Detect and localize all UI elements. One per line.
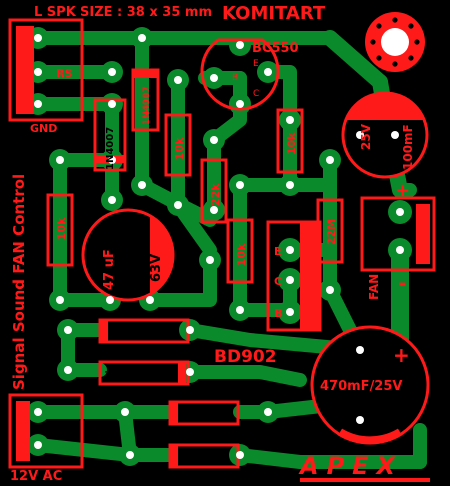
bc550-pin-c: C	[253, 89, 259, 99]
capacitor-small-voltage: 63V	[149, 254, 164, 282]
speaker-connector	[8, 18, 84, 122]
capacitor-big-plus: +	[393, 343, 410, 367]
resistor-center	[226, 218, 254, 284]
bd902-pin-c: C	[274, 275, 282, 288]
speaker-label: L SPK	[34, 5, 77, 20]
fan-connector	[360, 196, 436, 272]
capacitor-big-value: 470mF/25V	[320, 379, 402, 394]
resistor-22m-label: 22M	[325, 219, 338, 245]
resistor-center-label: 10k	[235, 243, 248, 266]
resistor-right-top-label: 10k	[285, 132, 298, 155]
diode-rect-2-label: 1N4007	[182, 452, 225, 463]
capacitor-small-value: 47 uF	[102, 249, 117, 290]
capacitor-top-plus: +	[395, 180, 410, 201]
power-label: 12V AC	[10, 469, 62, 484]
bd902-pin-b: B	[274, 307, 282, 320]
resistor-mid-top	[164, 113, 192, 177]
fan-label: FAN	[367, 274, 381, 300]
rs-label: RS	[56, 67, 72, 80]
resistor-mid-top-label: 10k	[173, 137, 186, 160]
apex-logo: APEX	[298, 452, 403, 480]
bd902-pin-e: E	[274, 245, 282, 258]
gnd-label: GND	[30, 122, 57, 135]
fan-minus: -	[398, 271, 406, 295]
diode-signal-2-label: 1N4007	[104, 370, 147, 381]
size-label: SIZE : 38 x 35 mm	[80, 5, 212, 20]
resistor-right-top	[276, 108, 304, 174]
bc550-pin-e: E	[253, 59, 259, 69]
diode-vertical-1-label: 1N4007	[105, 127, 116, 170]
bc550-pin-b: B	[232, 73, 238, 83]
resistor-22k	[200, 158, 228, 224]
brand-label: KOMITART	[222, 3, 326, 24]
capacitor-top-value: 100mF	[401, 124, 415, 170]
capacitor-top-voltage: 25V	[359, 123, 373, 150]
diode-signal-1-label: 1N4007	[112, 328, 155, 339]
labels: L SPK SIZE : 38 x 35 mm KOMITART RS GND …	[10, 3, 415, 484]
resistor-left	[46, 193, 74, 267]
side-title: Signal Sound FAN Control	[10, 174, 28, 390]
resistor-left-label: 10k	[55, 217, 68, 240]
bd902-label: BD902	[214, 347, 277, 367]
pad-holes	[34, 34, 404, 459]
bc550-label: BC550	[252, 41, 299, 56]
transistor-bc550-outline	[200, 38, 280, 111]
power-connector	[8, 393, 84, 469]
diode-vertical-2-label: 1N4007	[142, 86, 152, 125]
apex-logo-underline	[300, 478, 430, 482]
diode-rect-1-label: 1N4007	[182, 410, 225, 421]
resistor-22k-label: 22k	[209, 183, 222, 206]
silkscreen	[8, 12, 436, 482]
diode-signal-vertical-1	[93, 98, 127, 172]
